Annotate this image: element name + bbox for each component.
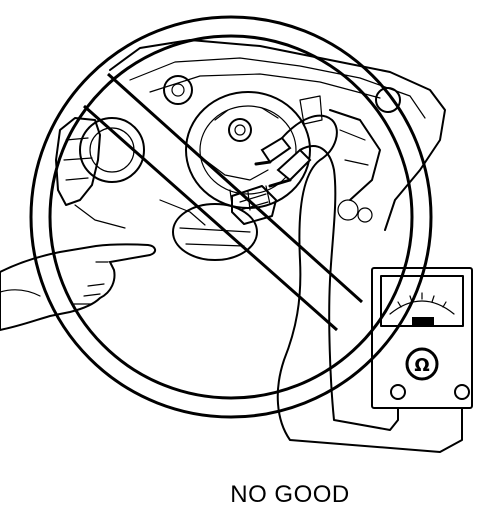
ohm-dial-icon	[405, 347, 439, 381]
ohm-symbol: Ω	[414, 355, 429, 376]
caption-no-good: NO GOOD	[230, 481, 350, 508]
prohibition-sign-icon	[29, 15, 433, 419]
multimeter: Ω	[371, 267, 473, 409]
test-probes	[254, 136, 312, 188]
pointing-hand	[0, 243, 156, 332]
component-assembly	[55, 39, 446, 261]
